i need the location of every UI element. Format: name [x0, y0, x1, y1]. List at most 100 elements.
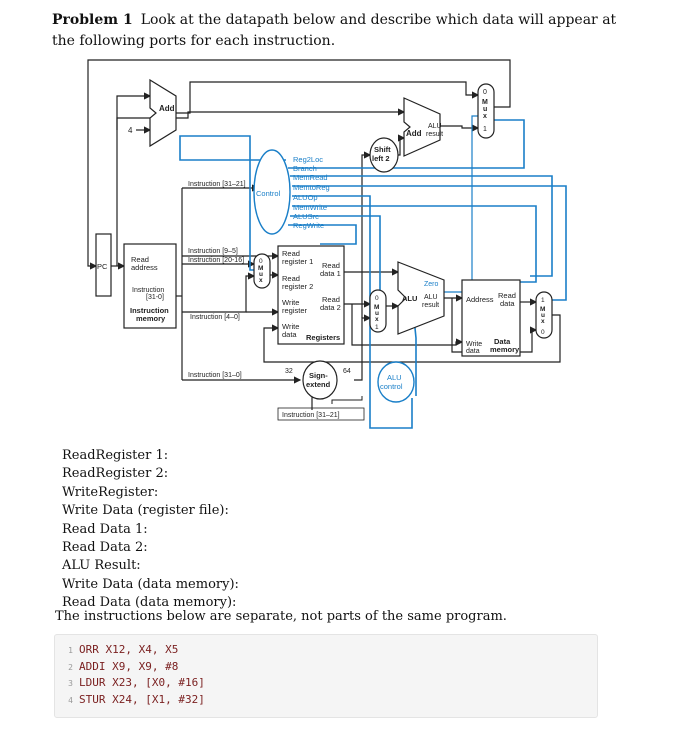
rf-title: Registers [306, 333, 340, 342]
dm-title2: memory [490, 345, 520, 354]
alu-result: result [422, 302, 439, 309]
mtr-in0: 0 [541, 329, 545, 336]
r2l-in0: 0 [259, 258, 263, 265]
sig-reg2loc: Reg2Loc [293, 155, 323, 164]
pc-register [95, 233, 112, 297]
sig-branch: Branch [293, 164, 317, 173]
dm-title1: Data [494, 337, 511, 346]
im-read: Read [131, 255, 149, 264]
code-text: ADDI X9, X9, #8 [79, 659, 179, 673]
problem-number: Problem 1 [52, 12, 133, 28]
register-file [277, 245, 345, 345]
pc-mux-in0: 0 [483, 89, 487, 96]
bits-32: 32 [285, 368, 293, 375]
main-alu [397, 261, 445, 335]
alu-label2: ALU [424, 294, 438, 301]
branch-result-label: result [426, 131, 443, 138]
alusrc-mux [369, 289, 387, 333]
dm-data: data [500, 299, 515, 308]
reg2loc-mux [253, 253, 271, 289]
port-read-register-2: ReadRegister 2: [62, 466, 169, 482]
branch-adder [403, 97, 441, 157]
sign-extend [302, 360, 338, 400]
code-text: STUR X24, [X1, #32] [79, 692, 205, 706]
alu-label: ALU [402, 294, 417, 303]
rf-write: Write [282, 298, 299, 307]
r2l-m: M [258, 265, 263, 272]
shift-left-2 [369, 137, 399, 173]
sig-memread: MemRead [293, 173, 328, 182]
code-line: 2 ADDI X9, X9, #8 [55, 659, 597, 676]
line-number: 4 [68, 695, 73, 705]
rf-data2: data 2 [320, 303, 341, 312]
pc-mux-m: M [482, 99, 488, 106]
as-x: x [375, 316, 379, 323]
field-31-21: Instruction [31–21] [188, 181, 246, 188]
line-number: 1 [68, 646, 73, 655]
se-label1: Sign- [309, 371, 328, 380]
as-in1: 1 [375, 324, 379, 331]
sig-memwrite: MemWrite [293, 203, 327, 212]
branch-add-label: Add [406, 129, 422, 138]
dm-read: Read [498, 291, 516, 300]
pc-source-mux [477, 83, 495, 139]
rf-register: register [282, 306, 308, 315]
port-read-data-memory: Read Data (data memory): [62, 595, 237, 611]
instructions-note: The instructions below are separate, not… [55, 609, 507, 624]
rf-read2: Read [282, 274, 300, 283]
field-31-0: Instruction [31–0] [188, 372, 242, 379]
aluc-label2: control [380, 382, 403, 391]
sig-aluop: ALUOp [293, 193, 318, 202]
line-number: 2 [68, 662, 73, 672]
as-u: u [375, 310, 379, 317]
se-label2: extend [306, 380, 331, 389]
sig-memtoreg: MemtoReg [293, 183, 330, 192]
mtr-m: M [540, 306, 545, 313]
shift-label: Shift [374, 145, 391, 154]
datapath-diagram: PC Read address Instruction [31-0] Instr… [87, 59, 567, 429]
field-31-21-b: Instruction [31–21] [282, 412, 340, 419]
code-text: ORR X12, X4, X5 [79, 643, 179, 656]
code-line: 4 STUR X24, [X1, #32] [55, 692, 597, 709]
rf-register1: register 1 [282, 257, 313, 266]
port-read-register-1: ReadRegister 1: [62, 448, 169, 463]
data-memory [461, 279, 521, 357]
field-20-16: Instruction [20-16] [188, 257, 244, 264]
mtr-u: u [541, 312, 545, 319]
mtr-x: x [541, 318, 545, 325]
pc-mux-u: u [483, 106, 487, 113]
field-4-0: Instruction [4–0] [190, 314, 240, 321]
sig-regwrite: RegWrite [293, 221, 324, 230]
im-address: address [131, 263, 158, 272]
memtoreg-mux [535, 291, 553, 339]
port-read-data-2: Read Data 2: [62, 540, 148, 556]
alu-control [377, 361, 415, 403]
im-instruction: Instruction [132, 287, 164, 294]
port-write-data-memory: Write Data (data memory): [62, 576, 239, 592]
as-m: M [374, 304, 379, 311]
rf-write2: Write [282, 322, 299, 331]
port-read-data-1: Read Data 1: [62, 521, 148, 537]
mtr-in1: 1 [541, 297, 545, 304]
code-text: LDUR X23, [X0, #16] [79, 676, 205, 689]
port-write-register: WriteRegister: [62, 484, 159, 500]
dm-wdata: data [466, 348, 480, 355]
shift-left-label: left 2 [372, 154, 390, 163]
pc-adder [149, 78, 177, 148]
add-label: Add [159, 104, 175, 113]
rf-read-out1: Read [322, 261, 340, 270]
alu-zero: Zero [424, 281, 439, 288]
im-title2: memory [136, 314, 166, 323]
port-write-data-regfile: Write Data (register file): [62, 503, 229, 519]
problem-text: Look at the datapath below and describe … [52, 12, 617, 49]
bits-64: 64 [343, 368, 351, 375]
rf-data: data [282, 330, 297, 339]
port-alu-result: ALU Result: [62, 558, 141, 574]
sig-alusrc: ALUSrc [293, 212, 319, 221]
pc-label: PC [97, 262, 108, 271]
pc-mux-in1: 1 [483, 126, 487, 133]
code-line: 1 ORR X12, X4, X5 [55, 642, 597, 659]
